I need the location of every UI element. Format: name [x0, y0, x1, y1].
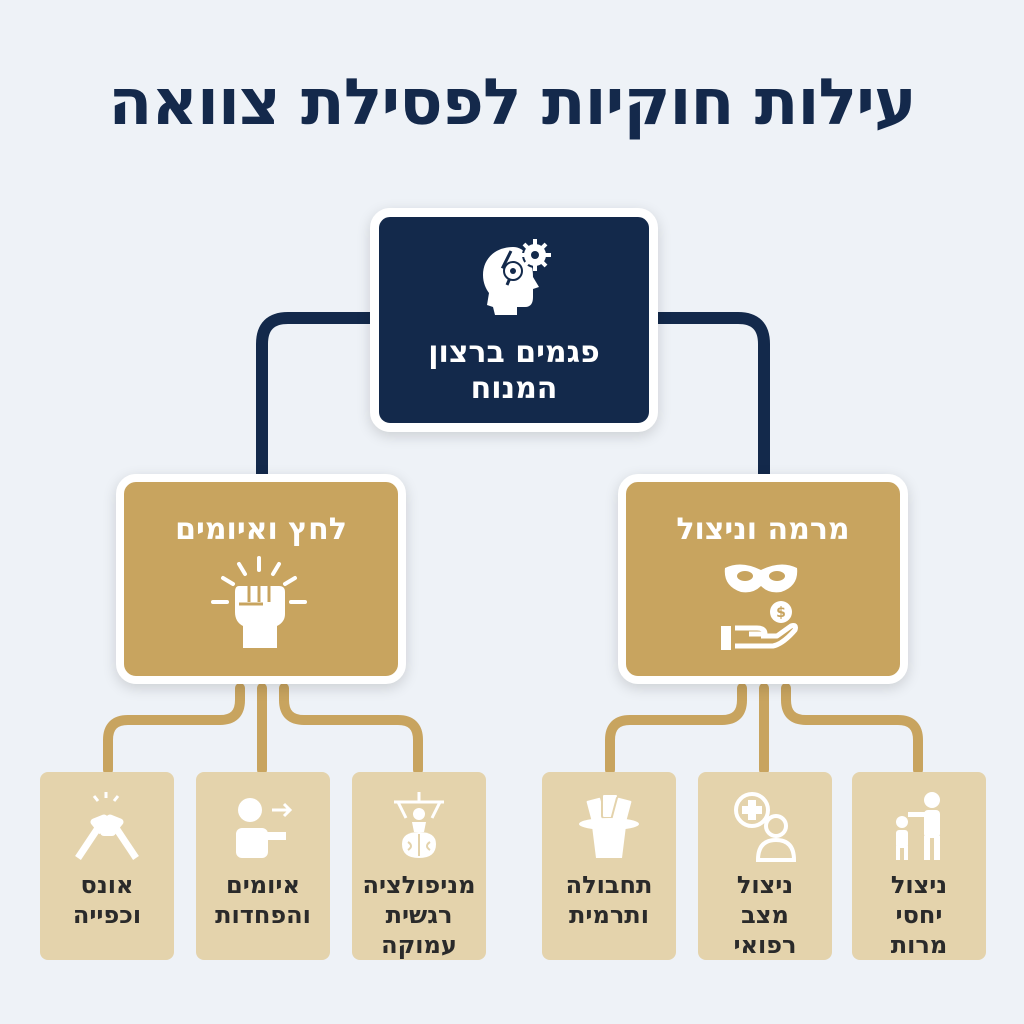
leaf-label: אונס וכפייה: [72, 871, 142, 929]
leaf-authority-exploitation: ניצול יחסי מרות: [852, 772, 986, 960]
fist-icon: [209, 556, 309, 660]
root-node: פגמים ברצון המנוח: [370, 208, 658, 432]
leaf-label: מניפולציה רגשית עמוקה: [362, 871, 476, 959]
leaf-coercion: אונס וכפייה: [40, 772, 174, 960]
branch-label: מרמה וניצול: [676, 512, 850, 547]
root-label: פגמים ברצון המנוח: [428, 335, 600, 406]
leaf-emotional-manipulation: מניפולציה רגשית עמוקה: [352, 772, 486, 960]
leaf-label: ניצול מצב רפואי: [733, 871, 797, 959]
leaf-label: תחבולה ותרמית: [565, 871, 653, 929]
leaf-threats-intimidation: איומים והפחדות: [196, 772, 330, 960]
medical-person-icon: [730, 788, 800, 868]
page-title: עילות חוקיות לפסילת צוואה: [108, 66, 916, 140]
branch-fraud-exploitation: מרמה וניצול $: [618, 474, 908, 684]
leaf-deceit-fraud: תחבולה ותרמית: [542, 772, 676, 960]
branch-label: לחץ ואיומים: [175, 512, 347, 547]
grip-hands-icon: [72, 788, 142, 868]
head-gears-icon: [473, 237, 557, 325]
magic-hat-icon: [574, 788, 644, 868]
leaf-label: ניצול יחסי מרות: [890, 871, 948, 959]
puppet-brain-icon: [384, 788, 454, 868]
svg-text:$: $: [776, 605, 786, 621]
threat-person-icon: [228, 788, 298, 868]
adult-child-icon: [884, 788, 954, 868]
mask-money-icon: $: [711, 556, 811, 660]
leaf-label: איומים והפחדות: [215, 871, 311, 929]
branch-pressure-threats: לחץ ואיומים: [116, 474, 406, 684]
leaf-medical-exploitation: ניצול מצב רפואי: [698, 772, 832, 960]
